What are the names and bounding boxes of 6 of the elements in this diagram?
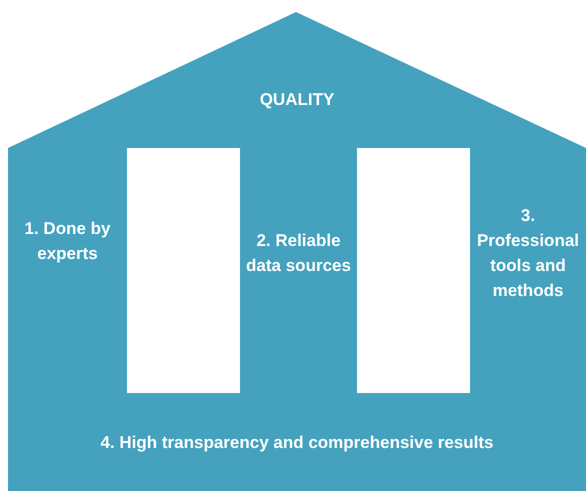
roof-label: QUALITY — [260, 89, 334, 111]
pillar-label: 1. Done by experts — [24, 218, 112, 264]
base-band — [8, 393, 586, 491]
pillar-label: 3. Professional tools and methods — [476, 204, 580, 302]
base-label: 4. High transparency and comprehensive results — [100, 432, 494, 454]
pillar-label: 2. Reliable data sources — [245, 230, 352, 276]
